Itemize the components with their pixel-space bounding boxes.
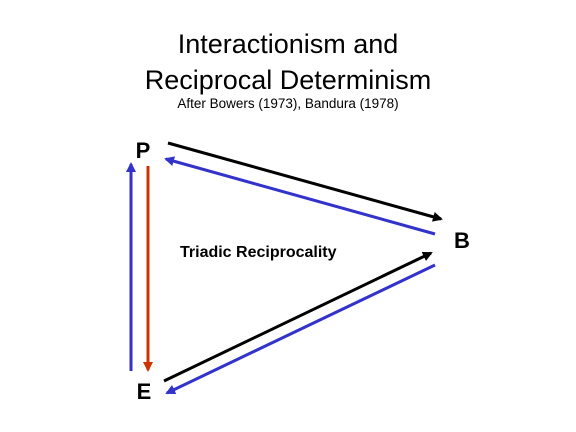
arrow-p-to-b [167,141,443,222]
triadic-reciprocality-label: Triadic Reciprocality [180,244,337,261]
arrow-b-to-e [165,263,436,395]
node-p-label: P [136,138,151,163]
node-b-label: B [454,228,470,253]
node-e-label: E [137,379,152,404]
title-line-1: Interactionism and [177,29,399,59]
title-line-2: Reciprocal Determinism [144,65,432,95]
arrow-e-to-b [163,251,433,383]
arrow-b-to-p [164,156,436,236]
subtitle: After Bowers (1973), Bandura (1978) [177,96,399,111]
